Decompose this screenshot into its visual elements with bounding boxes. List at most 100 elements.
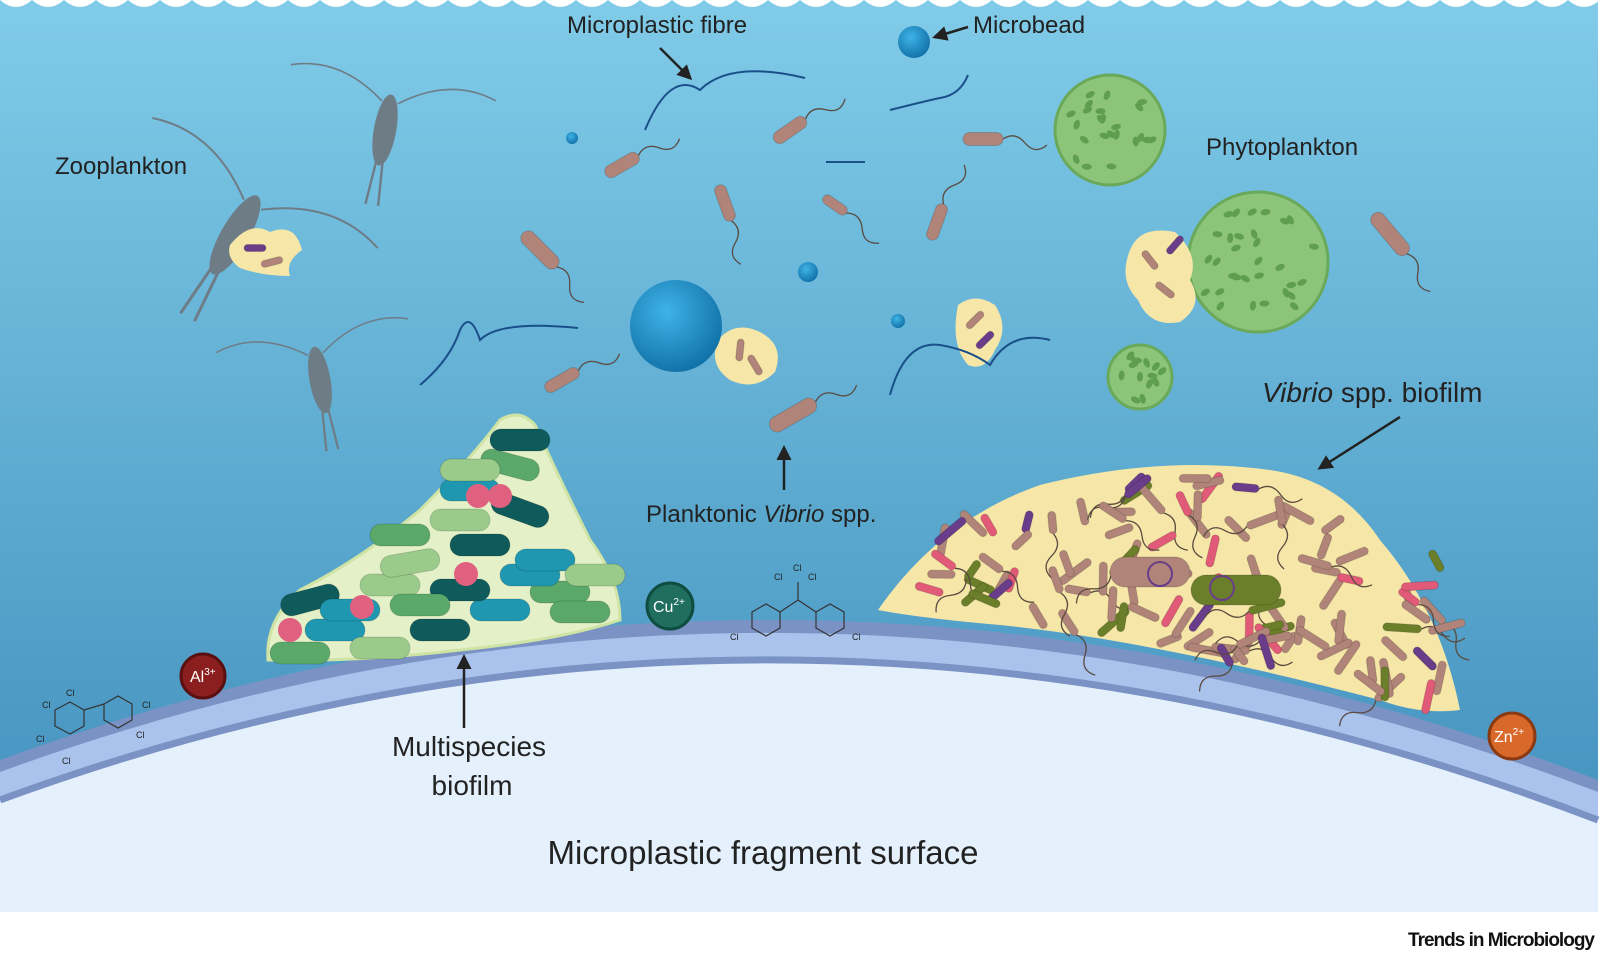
biofilm-vibrio [1104,523,1134,540]
phytoplankton-texture [1215,288,1225,296]
phytoplankton-texture [1228,272,1239,279]
biofilm-vibrio [1295,625,1330,651]
phytoplankton-texture [1082,106,1093,114]
wave-scallop [1440,0,1472,7]
biofilm-vibrio [1432,660,1447,696]
phytoplankton-texture [1135,102,1144,112]
copper-ion: Cu2+ [645,581,695,631]
biofilm-vibrio [1224,515,1251,543]
biofilm-vibrio [1412,646,1438,671]
biofilm-vibrio [1205,534,1220,568]
wave-scallop [1248,0,1280,7]
biofilm-vibrio [1400,580,1439,592]
phytoplankton-texture [1250,229,1258,239]
multispecies-bacterium [379,548,441,578]
phytoplankton-texture [1297,278,1307,286]
biofilm-vibrio [1058,549,1075,578]
aggregate-bacterium [975,330,995,350]
multispecies-bacterium [369,523,431,547]
conjugating-vibrio-donor [1109,556,1191,588]
aggregate-bacterium [965,310,985,330]
arrow-vibrio-biofilm [1317,415,1401,470]
wave-scallop [1024,0,1056,7]
phytoplankton-texture [1081,163,1092,170]
wave-scallop [1088,0,1120,7]
phytoplankton-texture [1137,98,1148,106]
phytoplankton-texture [1130,396,1141,404]
phytoplankton-texture [1157,367,1167,376]
label-zooplankton: Zooplankton [55,153,187,180]
aggregate-bacterium [735,338,745,362]
phytoplankton-texture [1254,256,1263,266]
phytoplankton-texture [1111,123,1121,131]
phytoplankton-texture [1260,209,1271,216]
biofilm-vibrio [1316,533,1333,560]
wave-scallop [480,0,512,7]
planktonic-vibrio [604,138,681,179]
phytoplankton-texture [1126,351,1135,361]
wave-scallop [832,0,864,7]
biofilm-vibrio [1194,626,1271,661]
biofilm-vibrio [1178,473,1212,484]
phytoplankton-texture [1254,272,1264,279]
aggregate-bacterium [1155,281,1175,299]
multispecies-bacterium [389,593,451,617]
wave-scallop [1280,0,1312,7]
phytoplankton-texture [1204,254,1213,264]
phytoplankton-texture [1139,393,1146,404]
biofilm-vibrio [1116,602,1129,633]
biofilm-vibrio [1320,514,1345,535]
microplastic-fibre [644,70,806,131]
planktonic-vibrio [1370,211,1431,293]
phytoplankton-texture [1079,135,1089,144]
phytoplankton-texture [1227,233,1234,244]
biofilm-vibrio [1333,640,1361,676]
svg-text:Cl: Cl [66,688,75,698]
phytoplankton-texture [1282,288,1290,298]
multispecies-bacterium [489,428,551,452]
wave-scallop [800,0,832,7]
phytoplankton-texture [1085,91,1095,99]
conjugating-vibrio-recipient [1190,574,1282,606]
biofilm-vibrio [1098,501,1160,551]
biofilm-vibrio [1297,554,1373,588]
microplastic-surface-inner-edge [0,656,1600,824]
wave-scallop [1472,0,1504,7]
multispecies-bacterium [280,583,340,617]
phytoplankton-texture [1212,257,1221,266]
copepod [152,117,379,322]
microplastic-fibre [889,336,1051,396]
wave-scallop [1344,0,1376,7]
planktonic-vibrio [772,98,846,145]
ddt-molecule: Cl Cl Cl Cl Cl [730,563,861,642]
biofilm-vibrio [1127,602,1160,622]
svg-text:Cl: Cl [136,730,145,740]
water-surface-waves [0,0,1600,7]
phytoplankton-texture [1103,90,1111,100]
wave-scallop [1312,0,1344,7]
phytoplankton-texture [1289,302,1299,311]
wave-scallop [1120,0,1152,7]
wave-scallop [416,0,448,7]
biofilm-vibrio [1204,598,1286,618]
phytoplankton-texture [1118,370,1125,381]
biofilm-vibrio [1335,546,1369,566]
biofilm-vibrio [1428,549,1445,573]
microplastic-fibres [419,70,1051,396]
phytoplankton-texture [1072,154,1080,165]
multispecies-bacterium [514,548,576,572]
phytoplankton-texture [1223,211,1234,218]
phytoplankton-texture [1106,163,1117,170]
wave-scallop [1504,0,1536,7]
arrow-microbead [932,25,969,41]
plasmid-icon [1147,561,1173,587]
phytoplankton-texture [1249,300,1257,311]
phytoplankton-texture [1151,362,1160,371]
biofilm-vibrio [959,509,988,538]
wave-scallop [128,0,160,7]
wave-scallop [1056,0,1088,7]
phytoplankton-texture [1200,288,1210,297]
wave-scallop [928,0,960,7]
label-microplastic-fibre: Microplastic fibre [567,12,747,39]
wave-scallop [1184,0,1216,7]
